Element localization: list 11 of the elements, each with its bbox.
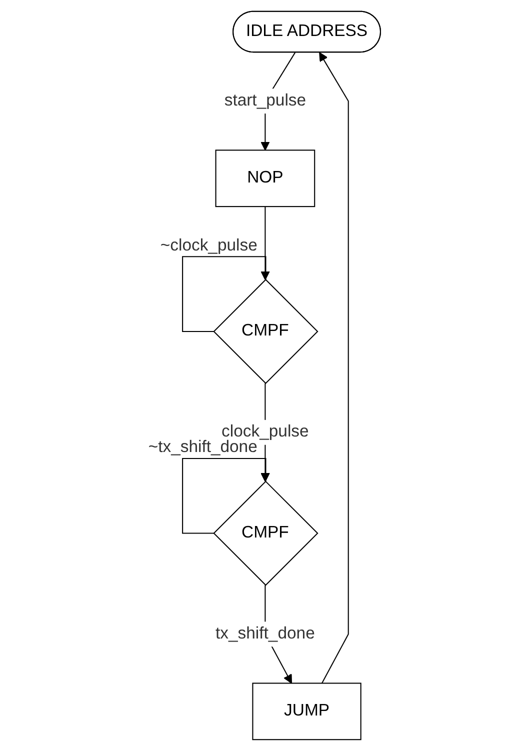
edge-label: ~clock_pulse (160, 235, 257, 254)
state-terminal: IDLE ADDRESS (232, 10, 381, 53)
decision-diamond: CMPF (212, 278, 318, 384)
arrow (182, 458, 270, 534)
decision-diamond: CMPF (212, 480, 318, 586)
arrow (318, 52, 348, 684)
edge-label: start_pulse (224, 88, 306, 114)
process-box: JUMP (252, 682, 361, 740)
arrow (182, 256, 270, 332)
process-box: NOP (214, 150, 315, 208)
edge-label: tx_shift_done (215, 622, 314, 647)
